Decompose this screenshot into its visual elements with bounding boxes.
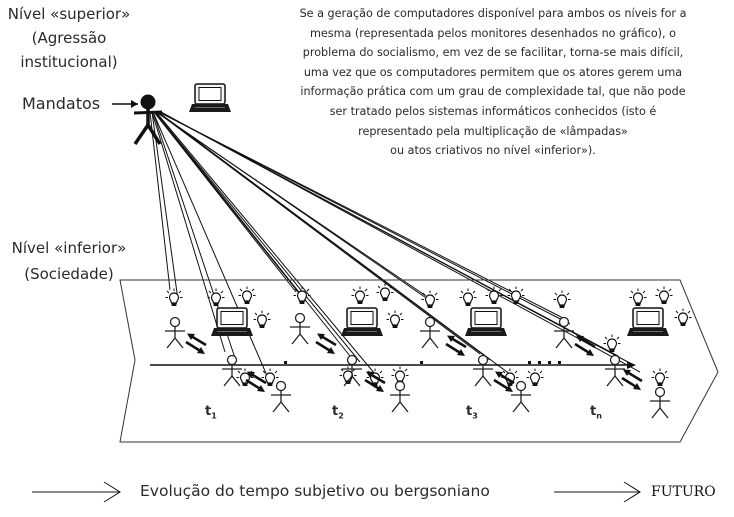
paragraph-line: informação prática com um grau de comple… — [300, 85, 686, 99]
time-label-1-sub: 1 — [211, 411, 217, 421]
mandator-figure-icon — [133, 94, 163, 145]
time-group-3 — [419, 285, 545, 413]
mandate-lines — [149, 111, 641, 381]
bottom-left-arrow-icon — [32, 481, 121, 503]
time-label-2: t2 — [332, 404, 344, 421]
mandatos-label: Mandatos — [22, 94, 101, 113]
paragraph-line: Se a geração de computadores disponível … — [299, 7, 687, 20]
time-label-1: t1 — [205, 404, 217, 421]
top-computer-icon — [188, 83, 232, 113]
time-label-3-base: t — [466, 404, 473, 419]
paragraph-line: problema do socialismo, em vez de se fac… — [302, 46, 684, 60]
society-band-outline — [119, 279, 719, 443]
time-label-n: tn — [590, 404, 602, 421]
time-group-n — [552, 285, 693, 419]
time-label-2-sub: 2 — [338, 411, 344, 421]
time-label-3-sub: 3 — [472, 411, 478, 421]
paragraph-line: uma vez que os computadores permitem que… — [303, 65, 683, 79]
superior-label-line2: (Agressão — [31, 29, 107, 47]
evolution-caption: Evolução do tempo subjetivo ou bergsonia… — [140, 482, 490, 500]
paragraph-line: representado pela multiplicação de «lâmp… — [358, 124, 628, 138]
time-label-3: t3 — [466, 404, 478, 421]
superior-level-label: Nível «superior» (Agressão institucional… — [2, 4, 136, 72]
inferior-level-label: Nível «inferior» (Sociedade) — [2, 238, 136, 284]
paragraph-line: ser tratado pelos sistemas informáticos … — [329, 104, 657, 118]
time-label-n-base: t — [590, 404, 597, 419]
timeline-dots — [284, 361, 561, 364]
futuro-label: FUTURO — [651, 484, 716, 500]
bottom-right-arrow-icon — [554, 481, 641, 503]
time-label-1-base: t — [205, 404, 212, 419]
superior-label-line3: institucional) — [20, 53, 118, 71]
mandatos-arrow-head — [131, 100, 138, 108]
paragraph-line: ou atos criativos no nível «inferior»). — [390, 144, 596, 158]
inferior-label-line1: Nível «inferior» — [11, 239, 127, 257]
time-label-2-base: t — [332, 404, 339, 419]
explanatory-paragraph: Se a geração de computadores disponível … — [252, 4, 734, 161]
time-label-n-sub: n — [596, 411, 602, 421]
inferior-label-line2: (Sociedade) — [24, 265, 114, 283]
time-group-1 — [164, 285, 292, 413]
paragraph-line: mesma (representada pelos monitores dese… — [309, 26, 676, 40]
timeline-arrow-head — [627, 361, 636, 369]
superior-label-line1: Nível «superior» — [7, 5, 131, 23]
